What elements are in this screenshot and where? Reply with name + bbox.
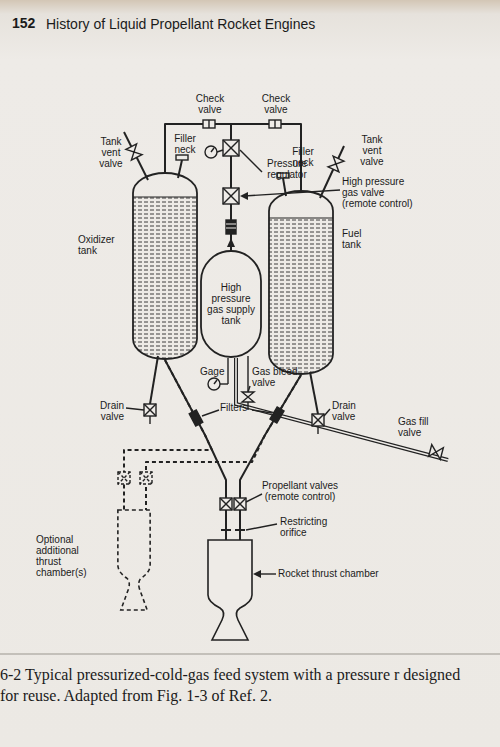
part-label: Drain valve [88,400,124,422]
figure-caption: 6-2 Typical pressurized-cold-gas feed sy… [0,664,462,706]
node-label: Oxidizer tank [78,234,128,256]
feed-pipe [165,360,226,540]
thrust-chamber: Rocket thrust chamber [200,540,260,640]
tank-wall [201,251,261,357]
part-label: Tank vent valve [356,134,388,167]
part-label: High pressure gas valve (remote control) [342,176,418,209]
propellant-liquid [133,197,197,359]
page-number: 152 [12,15,46,31]
part-label: Propellant valves (remote control) [258,480,342,502]
tank-vent-valve [124,132,344,198]
part-label: Filters [220,402,260,413]
part-label: Check valve [256,93,296,115]
fuel-tank: Fuel tank [268,190,334,375]
node-label: Fuel tank [342,228,382,250]
tank-wall [269,191,333,374]
caption-rule [0,654,500,655]
propellant-valve [220,494,262,510]
node-label: Rocket thrust chamber [278,568,398,579]
part-label: Check valve [190,93,230,115]
gas-supply-tank: High pressure gas supply tank [200,250,262,358]
oxidizer-tank: Oxidizer tank [132,172,198,360]
part-label: Tank vent valve [96,136,126,169]
gas-filter-symbol [226,220,236,247]
restricting-orifice [221,524,277,530]
part-label: Gas bleed valve [252,366,307,388]
leader-arrow [240,150,340,578]
optional-thrust-chamber: Optional additional thrust chamber(s) [112,510,156,610]
part-label: Filler neck [166,133,204,155]
optional-valve [118,472,152,484]
liquid-level [133,197,197,198]
part-label: Drain valve [332,400,368,422]
optional-feed-line [124,360,212,510]
pressure-regulator-symbol [205,140,239,158]
liquid-level [269,218,333,219]
part-label: Restricting orifice [280,516,340,538]
feed-pipe [240,375,301,540]
node-label: Optional additional thrust chamber(s) [36,534,96,578]
propellant-liquid [269,218,333,374]
node-label: High pressure gas supply tank [207,282,255,326]
part-label: Gage [200,366,230,377]
running-head: History of Liquid Propellant Rocket Engi… [46,16,315,32]
chamber-wall [118,510,150,610]
chamber-outline [200,540,260,640]
tank-outline [268,190,334,375]
chamber-outline [112,510,156,610]
tank-outline [132,172,198,360]
gas-valve-symbol [223,188,239,204]
tank-wall [133,173,197,359]
chamber-wall [208,540,252,640]
gas-fill-line [236,358,448,460]
check-valve [203,120,281,128]
part-label: Gas fill valve [398,416,443,438]
part-label: Pressure regulator [256,158,318,180]
